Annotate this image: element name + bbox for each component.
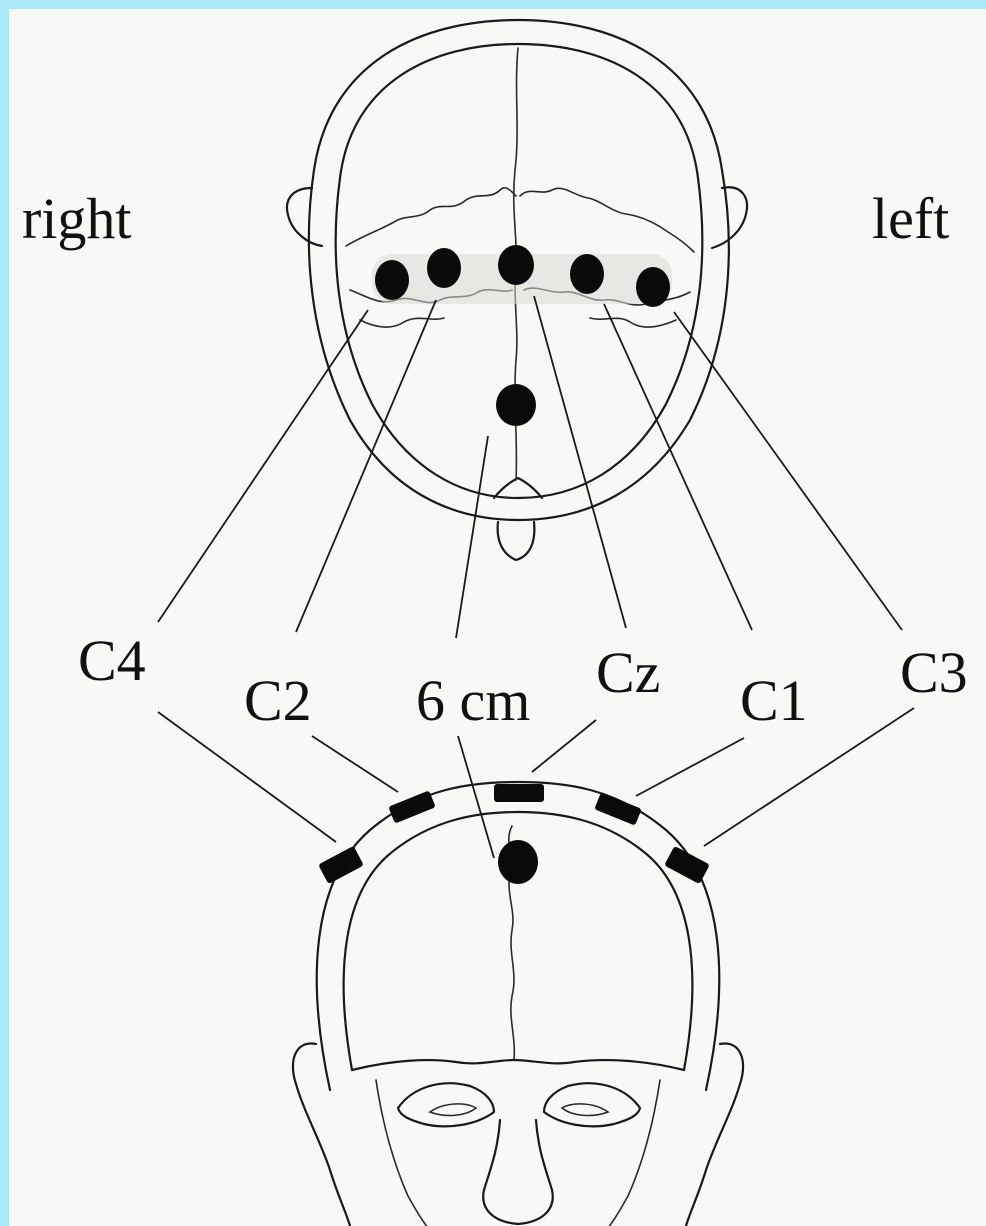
top-view-right-ear bbox=[287, 188, 322, 246]
leader-cz-top bbox=[534, 296, 626, 628]
front-view-left-eye bbox=[562, 1104, 608, 1116]
leader-6cm-top bbox=[456, 436, 488, 638]
leader-c2-top bbox=[296, 300, 436, 632]
leader-6cm-bottom bbox=[458, 736, 494, 858]
label-c3: C3 bbox=[900, 640, 968, 705]
top-view-sulcus-right bbox=[346, 188, 516, 246]
front-view-reference-dot bbox=[498, 840, 538, 884]
front-view-right-eye bbox=[430, 1104, 476, 1116]
electrode-c3-dot bbox=[636, 267, 670, 307]
label-left: left bbox=[872, 186, 949, 251]
front-view-left-cheek bbox=[606, 1080, 660, 1226]
label-c1: C1 bbox=[740, 668, 808, 733]
pad-c2 bbox=[388, 790, 436, 823]
top-view-gyrus-right-2 bbox=[360, 318, 444, 327]
front-view-electrode-pads bbox=[318, 784, 710, 884]
top-view-nose bbox=[498, 522, 535, 560]
leader-c2-bottom bbox=[312, 736, 398, 792]
top-view-head bbox=[287, 20, 747, 560]
eeg-electrode-diagram: right left C4 C2 6 cm Cz C1 C3 bbox=[9, 9, 986, 1226]
leader-c3-top bbox=[674, 312, 902, 630]
electrode-c1-dot bbox=[570, 254, 604, 294]
pad-c1 bbox=[594, 792, 642, 825]
label-c2: C2 bbox=[244, 668, 312, 733]
top-view-sulcus-left bbox=[520, 188, 694, 252]
pad-cz bbox=[494, 784, 544, 802]
label-right: right bbox=[22, 186, 132, 251]
front-view-skull-outer bbox=[317, 782, 719, 1090]
top-view-chin-notch bbox=[494, 478, 542, 498]
leader-c3-bottom bbox=[704, 708, 914, 846]
top-leader-lines bbox=[158, 296, 902, 638]
front-view-right-ear bbox=[293, 1043, 350, 1226]
front-view-brain-base bbox=[352, 1060, 684, 1070]
label-c4: C4 bbox=[78, 628, 146, 693]
leader-c4-top bbox=[158, 310, 368, 622]
leader-c1-bottom bbox=[636, 738, 744, 796]
reference-electrode-dot bbox=[496, 384, 536, 426]
leader-cz-bottom bbox=[532, 720, 596, 772]
figure-paper: right left C4 C2 6 cm Cz C1 C3 bbox=[9, 9, 986, 1226]
pad-c4 bbox=[318, 846, 364, 884]
electrode-cz-dot bbox=[498, 245, 534, 285]
top-view-gyrus-left-2 bbox=[590, 318, 676, 327]
leader-c1-top bbox=[604, 304, 752, 630]
electrode-c2-dot bbox=[427, 248, 461, 288]
electrode-c4-dot bbox=[375, 260, 409, 300]
label-6cm: 6 cm bbox=[416, 668, 530, 733]
front-view-nose bbox=[483, 1120, 553, 1224]
front-view-left-ear bbox=[686, 1043, 743, 1226]
label-cz: Cz bbox=[596, 640, 660, 705]
